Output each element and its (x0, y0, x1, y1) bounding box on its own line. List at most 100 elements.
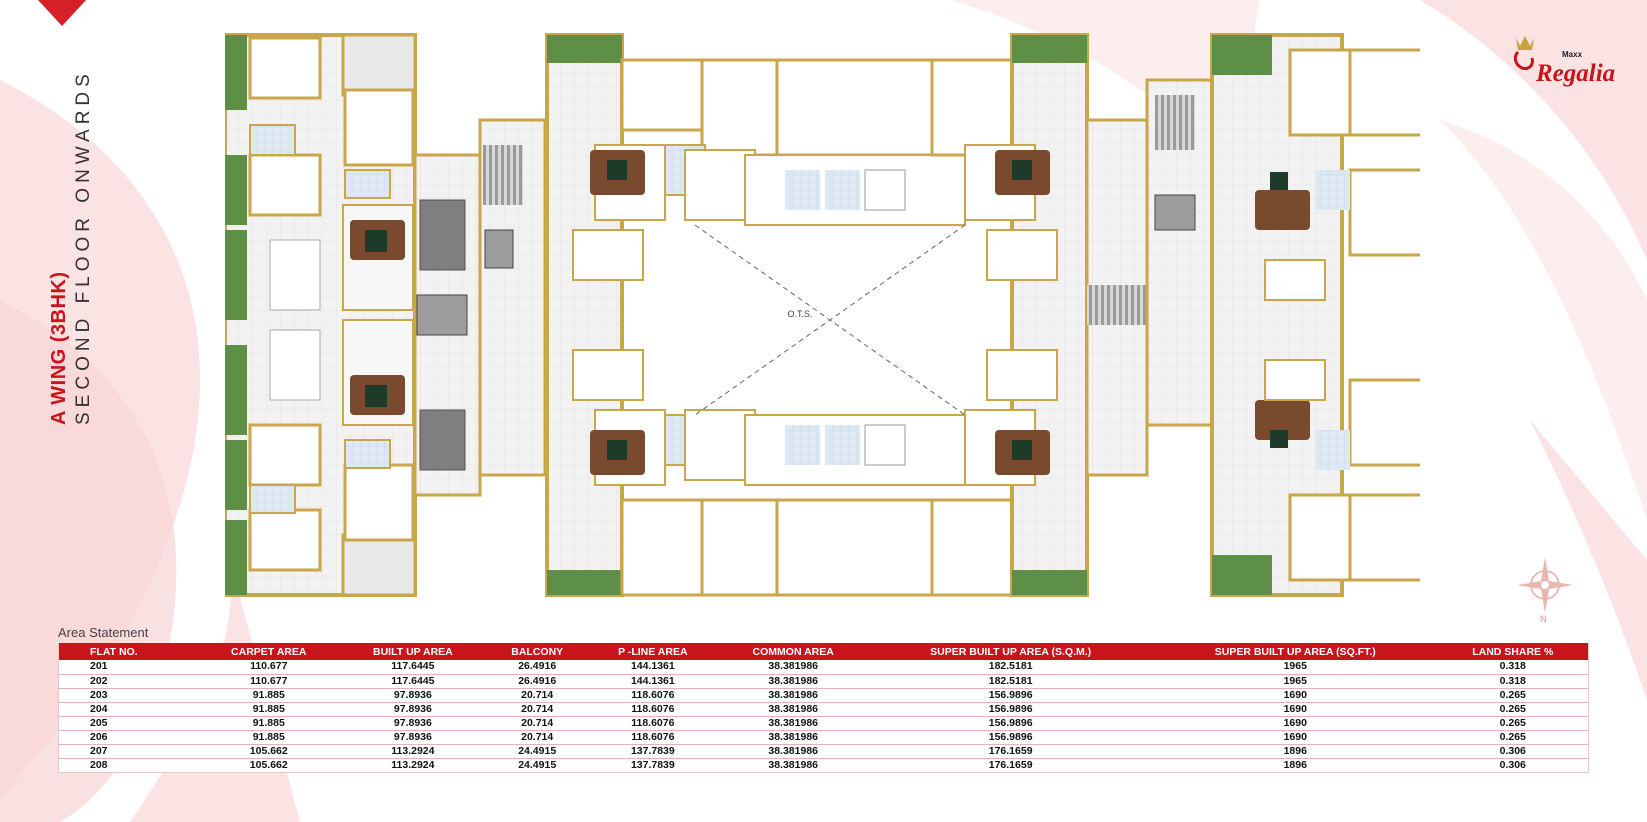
column-header: FLAT NO. (58, 643, 199, 660)
table-cell: 105.662 (249, 758, 288, 771)
table-cell: 38.381986 (768, 758, 819, 771)
table-cell: 1896 (1152, 744, 1438, 759)
table-cell: 1896 (1283, 758, 1307, 771)
table-cell: 0.265 (1437, 702, 1589, 717)
table-cell: 38.381986 (718, 702, 869, 717)
ots-label: O.T.S. (787, 309, 812, 319)
table-cell: 0.318 (1437, 660, 1589, 675)
wing-title: A WING (3BHK) (48, 271, 70, 425)
table-cell: 118.6076 (587, 688, 719, 703)
table-cell: 91.885 (198, 730, 340, 745)
table-cell: 20.714 (486, 688, 588, 703)
column-header: BUILT UP AREA (339, 643, 487, 660)
table-cell: 117.6445 (339, 674, 487, 689)
column-header: LAND SHARE % (1437, 643, 1589, 660)
table-cell: 20.714 (486, 730, 588, 745)
table-cell: 0.265 (1437, 688, 1589, 703)
table-cell: 137.7839 (587, 744, 719, 759)
table-cell: 91.885 (198, 716, 340, 731)
table-cell: 205 (58, 716, 199, 731)
block-left (225, 33, 417, 597)
block-right (1210, 33, 1420, 597)
table-cell: 0.265 (1437, 716, 1589, 731)
table-cell: 156.9896 (868, 716, 1153, 731)
table-cell: 1690 (1152, 702, 1438, 717)
compass-icon (1517, 557, 1573, 613)
table-cell: 118.6076 (587, 730, 719, 745)
table-cell: 207 (58, 744, 199, 759)
table-cell: 0.318 (1437, 674, 1589, 689)
corner-triangle (38, 0, 86, 26)
table-cell: 118.6076 (587, 702, 719, 717)
table-cell: 26.4916 (486, 674, 588, 689)
table-cell: 182.5181 (868, 674, 1153, 689)
table-cell: 156.9896 (868, 730, 1153, 745)
area-statement-caption: Area Statement (58, 625, 149, 640)
table-cell: 38.381986 (718, 674, 869, 689)
block-center-bridge (744, 58, 966, 597)
table-cell: 202 (58, 674, 199, 689)
table-cell: 97.8936 (339, 688, 487, 703)
table-cell: 208 (90, 758, 108, 771)
table-cell: 156.9896 (868, 688, 1153, 703)
table-cell: 20.714 (486, 716, 588, 731)
table-cell: 156.9896 (868, 702, 1153, 717)
table-cell: 110.677 (198, 660, 340, 675)
floor-plan: O.T.S. (225, 33, 1420, 597)
table-cell: 1965 (1152, 660, 1438, 675)
ots-area (694, 224, 966, 416)
table-cell: 38.381986 (718, 730, 869, 745)
table-cell: 1690 (1152, 688, 1438, 703)
table-cell: 176.1659 (988, 758, 1033, 771)
table-cell: 110.677 (198, 674, 340, 689)
column-header: SUPER BUILT UP AREA (SQ.FT.) (1152, 643, 1438, 660)
table-cell: 38.381986 (718, 716, 869, 731)
table-cell: 144.1361 (587, 660, 719, 675)
table-cell: 26.4916 (486, 660, 588, 675)
table-cell: 0.306 (1437, 744, 1589, 759)
column-header: SUPER BUILT UP AREA (S.Q.M.) (868, 643, 1153, 660)
brand-small: Maxx (1562, 50, 1583, 59)
table-cell: 1690 (1152, 730, 1438, 745)
table-cell: 203 (58, 688, 199, 703)
table-cell: 182.5181 (868, 660, 1153, 675)
floor-subtitle: SECOND FLOOR ONWARDS (73, 69, 94, 425)
table-cell: 38.381986 (718, 688, 869, 703)
table-cell: 206 (58, 730, 199, 745)
column-header: BALCONY (486, 643, 588, 660)
block-center-left (545, 33, 779, 597)
column-header: COMMON AREA (718, 643, 869, 660)
table-cell: 97.8936 (339, 730, 487, 745)
table-cell: 1690 (1152, 716, 1438, 731)
column-header: P -LINE AREA (587, 643, 719, 660)
column-header: CARPET AREA (198, 643, 340, 660)
brand-logo: Maxx Regalia (1510, 32, 1620, 102)
table-cell: 201 (58, 660, 199, 675)
table-cell: 97.8936 (339, 716, 487, 731)
core-right (1145, 78, 1273, 427)
table-cell: 144.1361 (587, 674, 719, 689)
table-cell: 204 (58, 702, 199, 717)
table-cell: 38.381986 (718, 744, 869, 759)
table-cell: 24.4915 (518, 758, 557, 771)
table-cell: 38.381986 (718, 660, 869, 675)
table-cell: 0.306 (1499, 758, 1526, 771)
compass-north-label: N (1540, 614, 1547, 624)
brand-name: Regalia (1536, 60, 1616, 87)
table-cell: 91.885 (198, 688, 340, 703)
table-cell: 24.4915 (486, 744, 588, 759)
table-cell: 113.2924 (339, 744, 487, 759)
table-cell: 105.662 (198, 744, 340, 759)
table-cell: 97.8936 (339, 702, 487, 717)
crown-icon (1513, 36, 1534, 70)
block-center-right (930, 33, 1149, 597)
